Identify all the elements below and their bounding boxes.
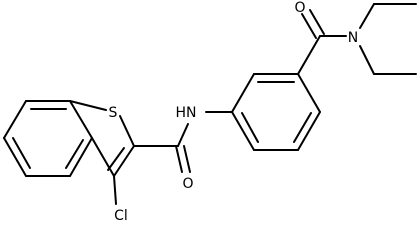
bond [69,100,93,139]
bond [359,3,375,29]
bond [107,147,125,171]
bond [231,111,255,151]
bond [12,137,31,169]
bond [309,9,325,35]
bond [177,123,189,147]
bond [3,100,27,139]
bond [297,35,321,75]
atom-label-layer: S Cl HN O O N [109,0,359,224]
bond [241,112,259,143]
bond [183,145,191,173]
bond [65,139,84,169]
bond [3,137,27,177]
bond [69,137,93,177]
bond [301,13,317,39]
bond [297,111,321,151]
amide-nh-label: HN [176,105,197,121]
amine-nitrogen-label: N [348,30,358,46]
bond [231,73,255,113]
bond [113,175,117,205]
structure-svg: S Cl HN O O N [3,0,417,224]
bond [175,145,183,173]
carbonyl-oxygen-label: O [294,0,305,16]
chlorine-atom-label: Cl [114,208,128,224]
amide-oxygen-label: O [182,176,193,192]
bond-layer [3,3,417,205]
bond [359,45,375,75]
bond [69,100,107,111]
bond [119,115,135,147]
bond [297,73,321,113]
bond [113,145,135,177]
bond [91,137,115,177]
bond [293,112,312,143]
molecule-diagram: S Cl HN O O N [3,0,417,224]
sulfur-atom-label: S [109,105,118,121]
